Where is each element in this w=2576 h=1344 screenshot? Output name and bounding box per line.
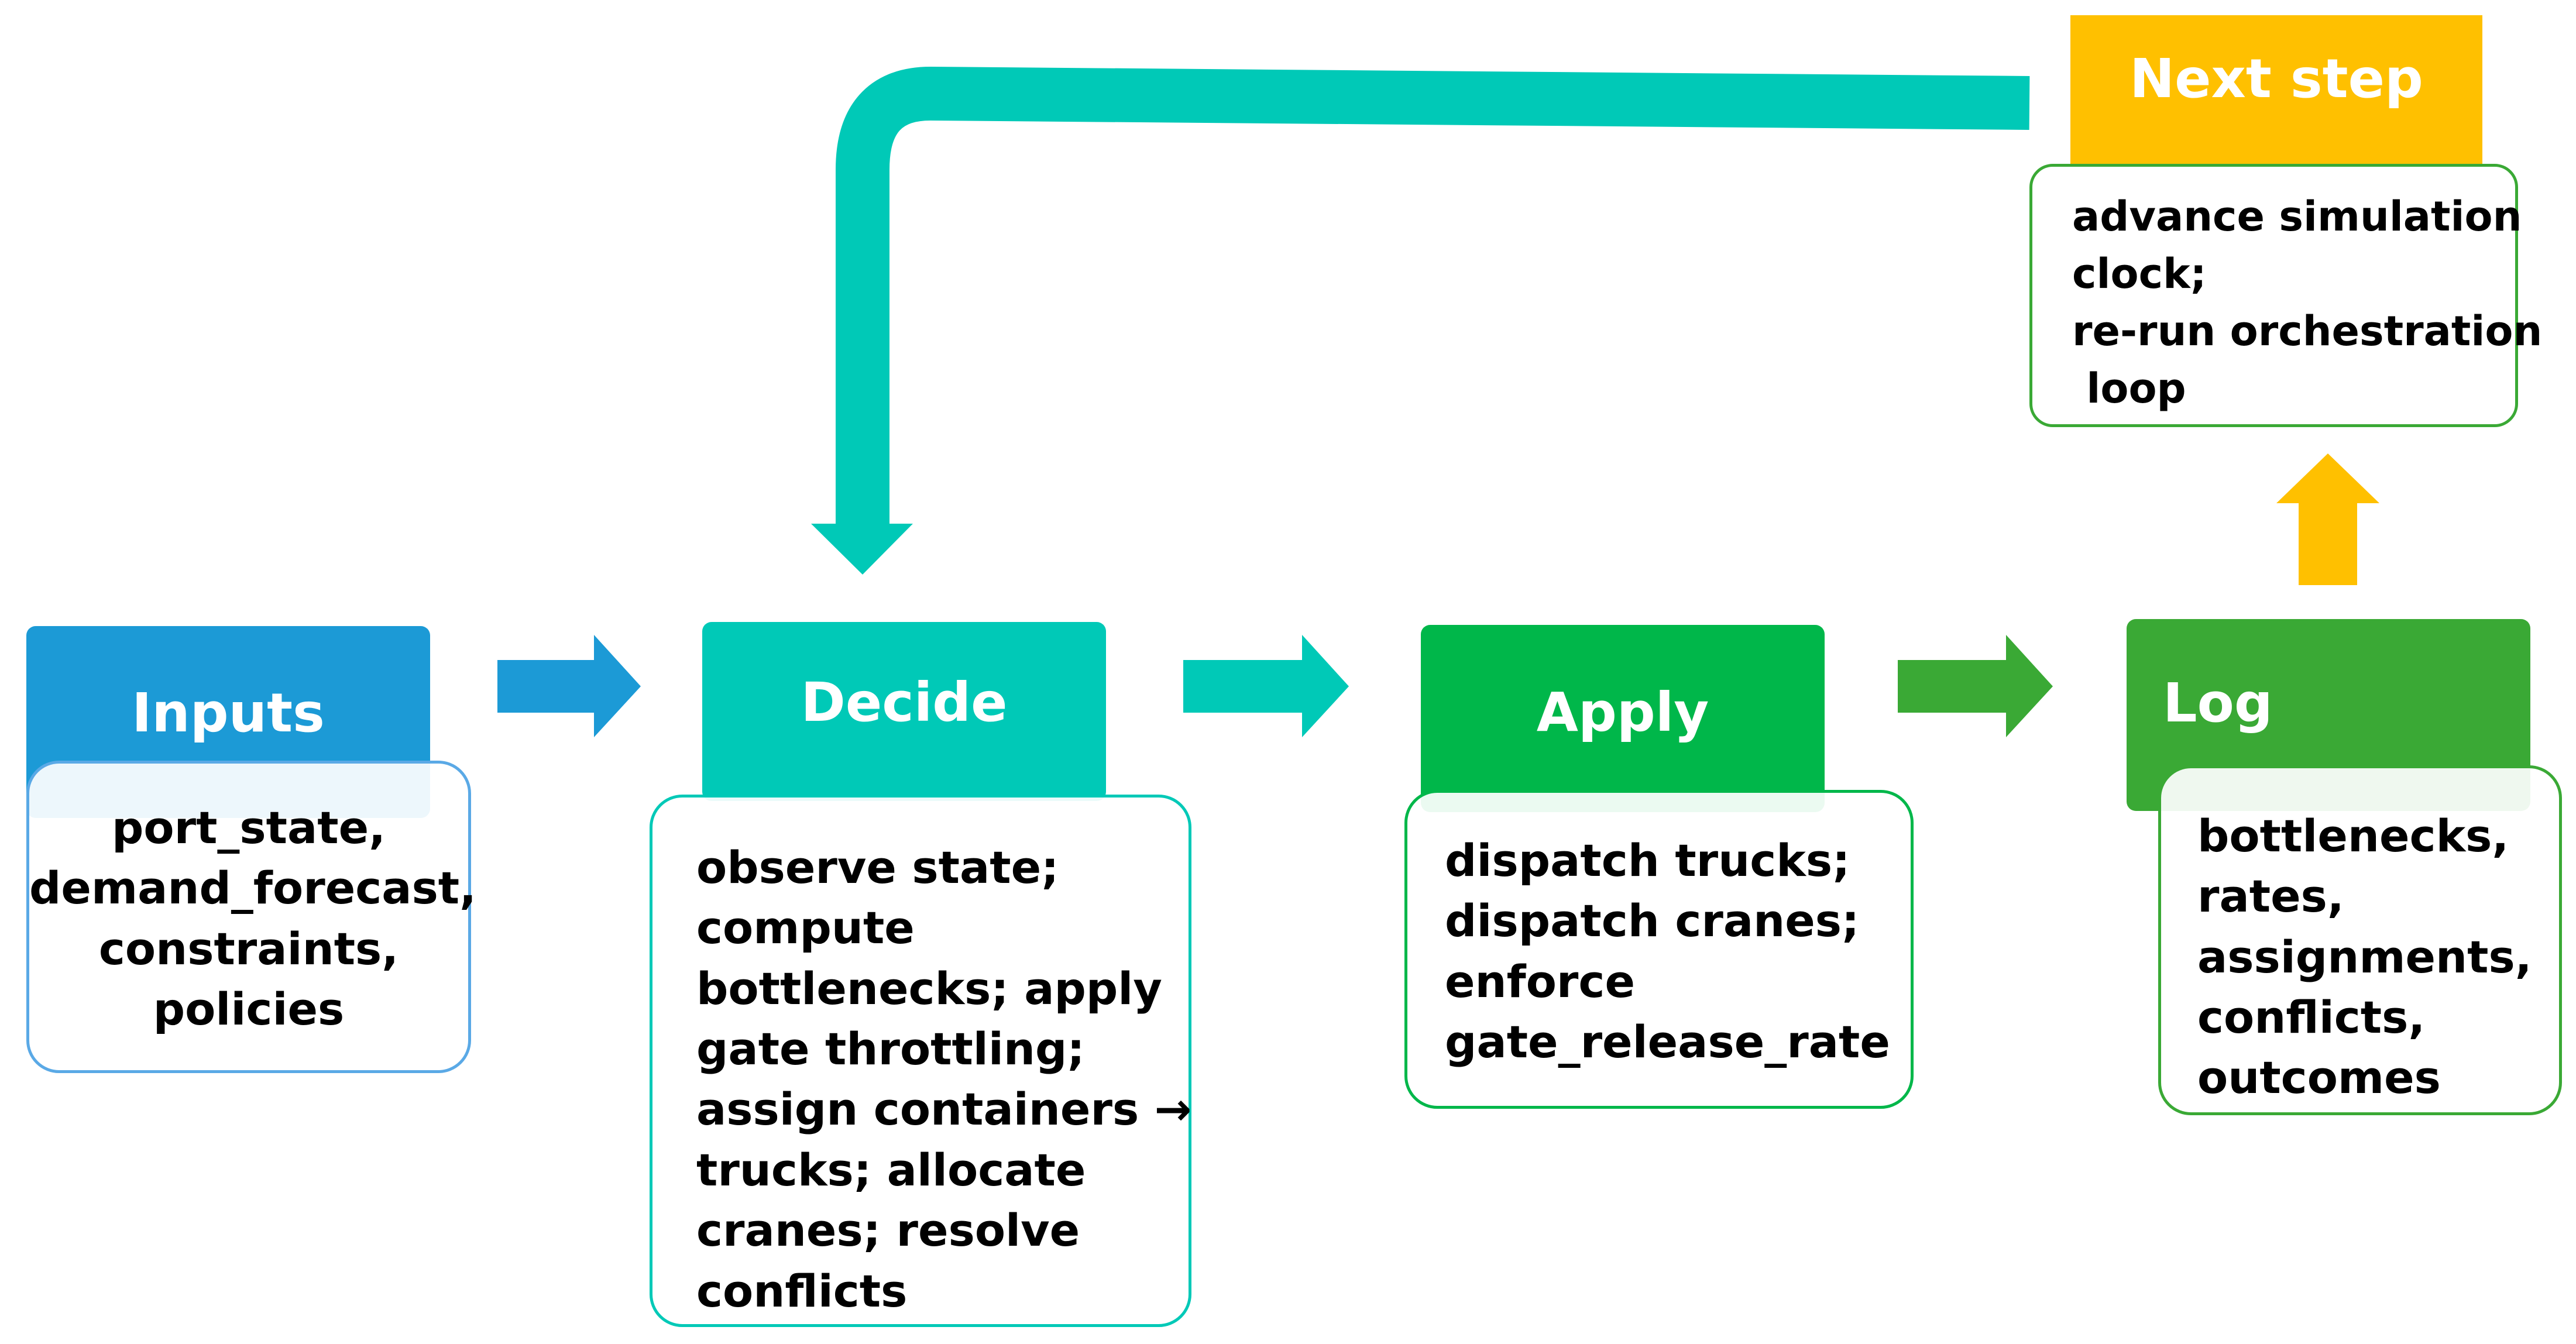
apply-line: dispatch cranes; <box>1445 895 1860 947</box>
decide-line: trucks; allocate <box>696 1143 1086 1196</box>
apply-line: enforce <box>1445 955 1636 1008</box>
log-line: bottlenecks, <box>2197 810 2509 862</box>
arrow-apply-to-log <box>1898 635 2053 737</box>
decide-line: cranes; resolve <box>696 1204 1080 1257</box>
decide-line: gate throttling; <box>696 1023 1085 1075</box>
next-step-details: advance simulation clock; re-run orchest… <box>2029 164 2543 427</box>
inputs-line: port_state, <box>111 802 386 854</box>
loop-back-line <box>836 67 2030 524</box>
log-title: Log <box>2163 672 2273 734</box>
inputs-title: Inputs <box>132 682 325 744</box>
decide-line: conflicts <box>696 1264 908 1317</box>
decide-header: Decide <box>702 622 1106 801</box>
next-step-line: re-run orchestration <box>2072 307 2543 355</box>
decide-line: compute <box>696 902 915 954</box>
loop-back-arrowhead <box>811 524 913 575</box>
next-step-title: Next step <box>2130 47 2423 110</box>
inputs-line: constraints, <box>98 922 399 975</box>
loop-back-arrow-group <box>811 67 2030 575</box>
apply-line: dispatch trucks; <box>1445 834 1850 886</box>
decide-line: observe state; <box>696 841 1059 893</box>
log-line: outcomes <box>2197 1051 2441 1104</box>
next-step-line: advance simulation <box>2072 193 2522 240</box>
decide-line: bottlenecks; apply <box>696 962 1162 1015</box>
next-step-line: clock; <box>2072 250 2207 298</box>
decide-details: observe state; compute bottlenecks; appl… <box>650 795 1191 1327</box>
arrow-log-to-next-step <box>2276 453 2379 585</box>
decide-line: assign containers → <box>696 1083 1192 1136</box>
apply-line: gate_release_rate <box>1445 1016 1890 1068</box>
arrow-decide-to-apply <box>1183 635 1349 737</box>
apply-details: dispatch trucks; dispatch cranes; enforc… <box>1404 790 1914 1109</box>
apply-title: Apply <box>1536 681 1709 744</box>
inputs-details: port_state, demand_forecast, constraints… <box>26 761 477 1073</box>
inputs-line: demand_forecast, <box>29 862 477 915</box>
apply-header: Apply <box>1421 625 1825 812</box>
next-step-line: loop <box>2072 365 2186 413</box>
inputs-line: policies <box>153 983 345 1036</box>
log-line: rates, <box>2197 870 2344 923</box>
arrow-inputs-to-decide <box>497 635 641 737</box>
decide-title: Decide <box>801 671 1008 734</box>
next-step-header: Next step <box>2070 15 2482 166</box>
log-details: bottlenecks, rates, assignments, conflic… <box>2158 765 2562 1115</box>
log-line: assignments, <box>2197 930 2532 983</box>
log-line: conflicts, <box>2197 991 2426 1044</box>
